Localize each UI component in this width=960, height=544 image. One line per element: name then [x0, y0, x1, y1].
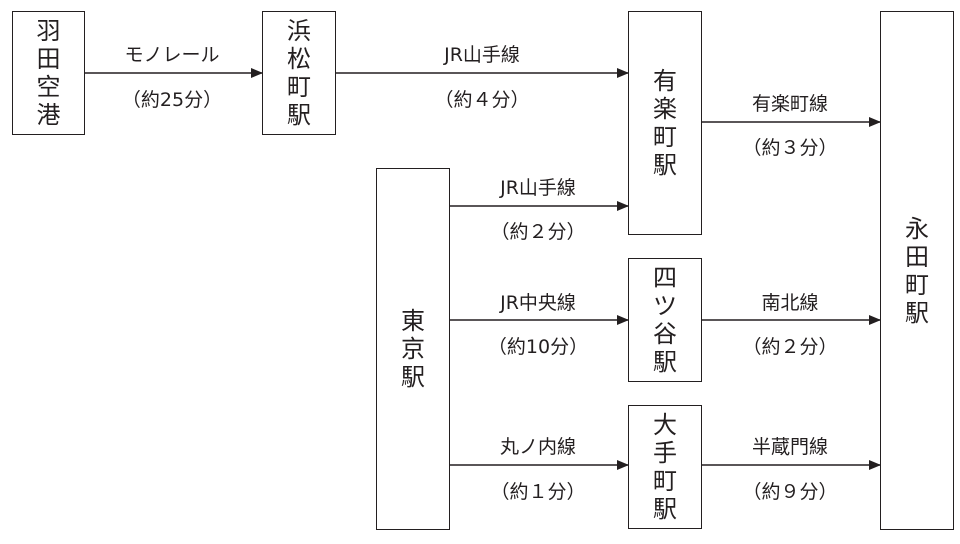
station-yotsuya-label: 四ツ谷駅 — [653, 264, 677, 376]
station-nagatacho: 永田町駅 — [880, 11, 954, 530]
station-tokyo-label: 東京駅 — [401, 307, 425, 391]
route-time-otemachi-nagatacho: （約９分） — [742, 481, 838, 503]
route-line-yotsuya-nagatacho: 南北線 — [761, 292, 819, 314]
route-time-yurakucho-nagatacho: （約３分） — [742, 137, 838, 159]
route-time-tokyo-yurakucho: （約２分） — [490, 221, 586, 243]
route-time-tokyo-yotsuya: （約10分） — [487, 336, 589, 358]
route-line-tokyo-otemachi: 丸ノ内線 — [499, 436, 577, 458]
route-line-otemachi-nagatacho: 半蔵門線 — [751, 436, 829, 458]
station-yurakucho-label: 有楽町駅 — [653, 67, 677, 179]
station-haneda: 羽田空港 — [12, 11, 85, 135]
station-hamamatsucho-label: 浜松町駅 — [287, 17, 311, 129]
route-line-yurakucho-nagatacho: 有楽町線 — [751, 93, 829, 115]
station-nagatacho-label: 永田町駅 — [905, 214, 929, 327]
station-haneda-label: 羽田空港 — [36, 17, 61, 129]
station-tokyo: 東京駅 — [376, 168, 450, 530]
route-line-tokyo-yurakucho: JR山手線 — [500, 177, 576, 199]
route-line-hamamatsucho-yurakucho: JR山手線 — [444, 44, 520, 66]
route-time-haneda-hamamatsucho: （約25分） — [121, 89, 223, 111]
route-line-haneda-hamamatsucho: モノレール — [124, 44, 220, 66]
station-otemachi: 大手町駅 — [628, 405, 702, 529]
route-time-hamamatsucho-yurakucho: （約４分） — [434, 89, 530, 111]
station-yotsuya: 四ツ谷駅 — [628, 258, 702, 382]
route-time-tokyo-otemachi: （約１分） — [490, 481, 586, 503]
station-yurakucho: 有楽町駅 — [628, 11, 702, 235]
station-hamamatsucho: 浜松町駅 — [262, 11, 336, 135]
station-otemachi-label: 大手町駅 — [653, 411, 677, 523]
route-line-tokyo-yotsuya: JR中央線 — [500, 292, 576, 314]
route-time-yotsuya-nagatacho: （約２分） — [742, 336, 838, 358]
